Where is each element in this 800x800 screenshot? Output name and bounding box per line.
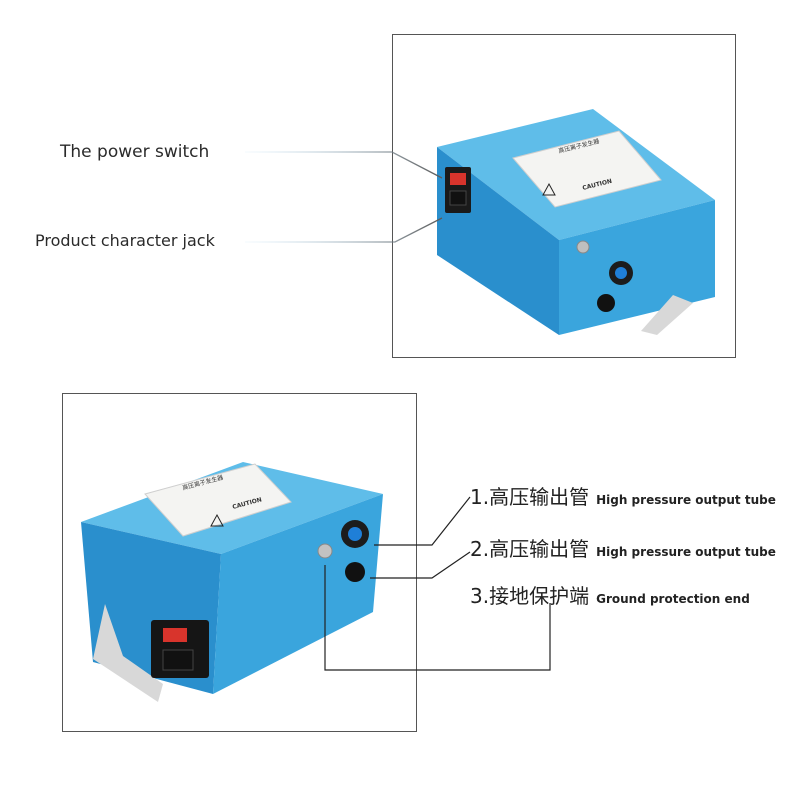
device-photo-top: 高压离子发生器 CAUTION — [392, 34, 736, 358]
device-photo-bottom: 高压离子发生器 CAUTION — [62, 393, 417, 732]
callout-en: Ground protection end — [596, 592, 750, 606]
leader-callout-3 — [324, 565, 551, 671]
warning-sticker-bottom — [144, 463, 292, 537]
warning-sticker — [512, 130, 662, 208]
callout-output-tube-1: 1.高压输出管 High pressure output tube — [470, 481, 776, 510]
callout-cn: 2.高压输出管 — [470, 537, 590, 561]
callout-cn: 1.高压输出管 — [470, 485, 590, 509]
leader-callout-1 — [374, 496, 471, 546]
leader-character-jack — [245, 217, 443, 243]
character-jack-label: Product character jack — [35, 231, 215, 250]
callout-output-tube-2: 2.高压输出管 High pressure output tube — [470, 533, 776, 562]
leader-callout-2 — [370, 551, 471, 579]
power-switch-icon-bottom — [163, 628, 187, 642]
leader-power-switch — [245, 151, 443, 179]
callout-ground-end: 3.接地保护端 Ground protection end — [470, 580, 750, 609]
device-illustration-top: 高压离子发生器 CAUTION — [437, 109, 715, 335]
callout-en: High pressure output tube — [596, 545, 776, 559]
power-jack-icon — [449, 190, 467, 206]
callout-en: High pressure output tube — [596, 493, 776, 507]
ground-knob-icon — [597, 294, 615, 312]
ground-knob-icon-bottom — [345, 562, 365, 582]
power-switch-label: The power switch — [60, 142, 210, 162]
power-jack-icon-bottom — [162, 649, 194, 671]
callout-cn: 3.接地保护端 — [470, 584, 590, 608]
power-switch-icon — [450, 173, 466, 185]
device-illustration-bottom: 高压离子发生器 CAUTION — [81, 462, 383, 702]
